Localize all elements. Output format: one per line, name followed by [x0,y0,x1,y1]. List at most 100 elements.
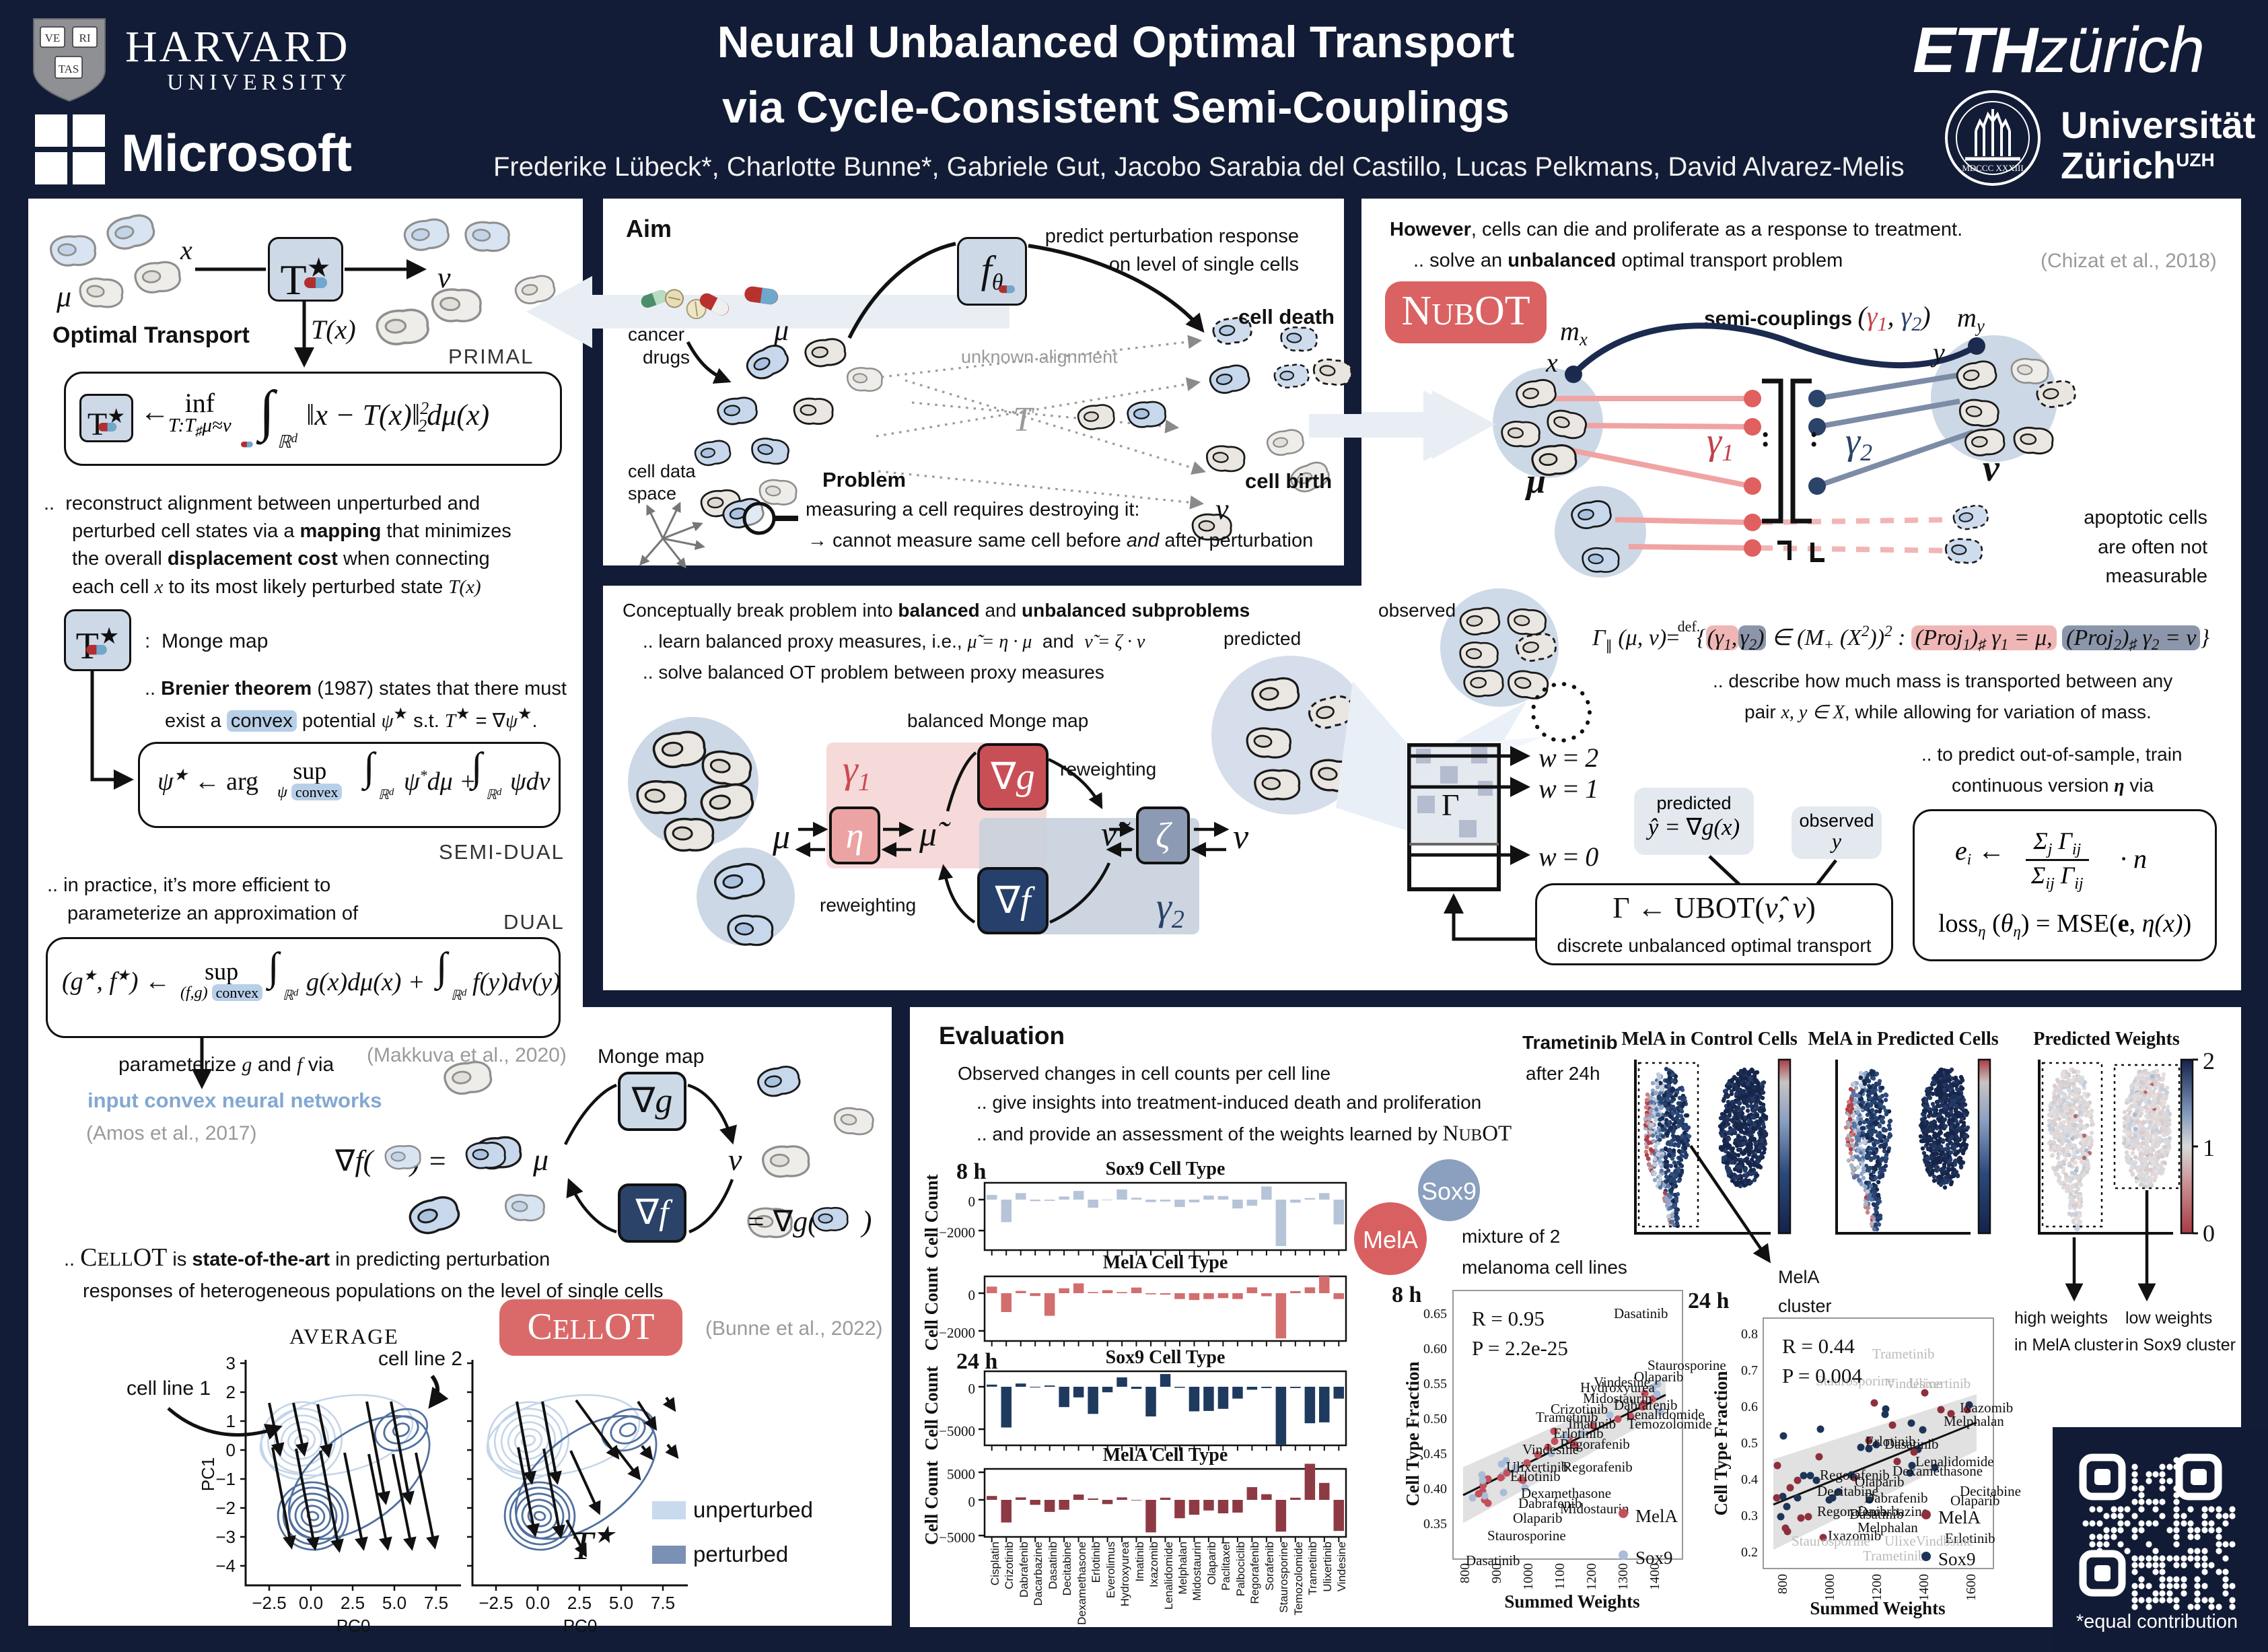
svg-text:1100: 1100 [1553,1563,1567,1589]
svg-text:Ixazomib: Ixazomib [1828,1527,1881,1544]
svg-text:−5000: −5000 [939,1423,975,1439]
svg-text:MDCCC XXXIII: MDCCC XXXIII [1962,163,2023,173]
svg-text:Cell Count: Cell Count [921,1366,942,1450]
svg-text:Paclitaxel: Paclitaxel [1219,1542,1232,1591]
svg-text:Melphalan: Melphalan [1857,1519,1918,1536]
svg-text:0: 0 [2203,1220,2215,1247]
svg-text:Ixazomib: Ixazomib [1147,1542,1160,1587]
svg-text:Dasatinib: Dasatinib [1849,1506,1903,1522]
svg-text:Olaparib: Olaparib [1634,1369,1683,1385]
svg-text:Crizotinib: Crizotinib [1003,1542,1016,1589]
svg-text:Decitabine: Decitabine [1061,1542,1073,1595]
svg-text:Cell Count: Cell Count [921,1174,942,1258]
svg-text:Cell Count: Cell Count [921,1266,942,1350]
svg-text:Summed Weights: Summed Weights [1810,1598,1945,1618]
svg-text:Hydroxyurea: Hydroxyurea [1119,1541,1131,1606]
svg-text:1: 1 [2203,1134,2215,1161]
svg-text:800: 800 [1458,1563,1473,1583]
svg-text:0.5: 0.5 [1741,1436,1758,1451]
svg-text:1600: 1600 [1964,1574,1979,1601]
svg-text:0.55: 0.55 [1423,1377,1447,1391]
svg-text:Regorafenib: Regorafenib [1248,1542,1261,1604]
svg-text:Crizotinib: Crizotinib [1551,1401,1608,1417]
svg-text:PC0: PC0 [336,1616,371,1636]
svg-text:900: 900 [1489,1563,1504,1583]
svg-text:−2000: −2000 [939,1225,975,1241]
svg-text:5000: 5000 [947,1466,975,1482]
svg-text:R = 0.44: R = 0.44 [1782,1334,1855,1358]
svg-text:2.5: 2.5 [341,1593,365,1613]
svg-text:1000: 1000 [1822,1574,1837,1601]
svg-text:Lenalidomide: Lenalidomide [1626,1406,1705,1422]
svg-text:Sox9 Cell Type: Sox9 Cell Type [1106,1347,1226,1368]
svg-text:7.5: 7.5 [424,1593,448,1613]
svg-text:Lenalidomide: Lenalidomide [1915,1453,1994,1470]
svg-text:1400: 1400 [1917,1574,1932,1601]
svg-text:1400: 1400 [1647,1563,1662,1590]
svg-text:−2.5: −2.5 [252,1593,286,1613]
svg-text:1: 1 [226,1411,236,1431]
svg-text:Midostaurin: Midostaurin [1560,1501,1629,1517]
svg-text:Dabrafenib: Dabrafenib [1864,1490,1927,1506]
svg-text:Everolimus: Everolimus [1104,1542,1117,1598]
svg-text:Ulixertinib: Ulixertinib [1506,1459,1568,1475]
svg-text:Midostaurin: Midostaurin [1583,1390,1652,1406]
svg-text:perturbed: perturbed [693,1542,788,1567]
svg-text:P = 0.004: P = 0.004 [1782,1364,1862,1387]
svg-text:1000: 1000 [1521,1563,1536,1590]
svg-text:Erlotinib: Erlotinib [1090,1542,1102,1583]
svg-text:Regorafenib: Regorafenib [1817,1503,1887,1519]
svg-text:MelA Cell Type: MelA Cell Type [1103,1445,1228,1466]
svg-text:PC0: PC0 [563,1616,598,1636]
svg-text:800: 800 [1775,1574,1790,1594]
svg-text:Regorafenib: Regorafenib [1563,1459,1633,1475]
svg-text:Sox9 Cell Type: Sox9 Cell Type [1106,1159,1226,1179]
svg-text:0: 0 [226,1440,236,1460]
svg-text:0.45: 0.45 [1423,1447,1447,1461]
svg-text:−1: −1 [215,1469,236,1489]
svg-text:Ixazomib: Ixazomib [1960,1400,2013,1416]
svg-text:Dasatinib: Dasatinib [1047,1542,1059,1589]
svg-text:Staurosporine: Staurosporine [1816,1373,1894,1389]
svg-text:UlixeVindbsine: UlixeVindbsine [1884,1533,1973,1549]
svg-text:Cell Type Fraction: Cell Type Fraction [1403,1362,1423,1507]
svg-text:2.5: 2.5 [567,1593,592,1613]
svg-text:TAS: TAS [59,63,79,75]
svg-text:0.40: 0.40 [1423,1482,1447,1496]
svg-text:Hydroxyurea: Hydroxyurea [1580,1379,1655,1396]
svg-text:0: 0 [968,1194,976,1210]
svg-text:RI: RI [79,32,91,44]
svg-text:Olaparib: Olaparib [1855,1474,1904,1490]
svg-text:unperturbed: unperturbed [693,1497,813,1522]
svg-text:MelA: MelA [1363,1226,1418,1253]
svg-text:Ulixertinib: Ulixertinib [1909,1375,1971,1391]
svg-text:Melphalan: Melphalan [1944,1413,2004,1429]
svg-text:Imatinib: Imatinib [1133,1542,1146,1582]
svg-text:Trametinib: Trametinib [1863,1548,1925,1564]
svg-text:Lenalidomide: Lenalidomide [1162,1542,1175,1610]
svg-text:Predicted Weights: Predicted Weights [2033,1029,2180,1049]
svg-text:Trametinib: Trametinib [1536,1409,1598,1425]
svg-text:0: 0 [968,1287,976,1303]
svg-text:5.0: 5.0 [609,1593,633,1613]
svg-text:Vindesine: Vindesine [1335,1542,1348,1591]
svg-text:Decitabine: Decitabine [1960,1483,2021,1499]
svg-text:Erlotinib: Erlotinib [1945,1530,1995,1546]
svg-text:Dacarbazine: Dacarbazine [1857,1503,1928,1519]
svg-text:3: 3 [226,1353,236,1373]
svg-text:0: 0 [968,1494,976,1510]
svg-text:*equal contribution: *equal contribution [2076,1611,2238,1632]
svg-text:MelA: MelA [1938,1507,1981,1527]
svg-text:Dabrafenib: Dabrafenib [1614,1397,1677,1413]
svg-text:R = 0.95: R = 0.95 [1472,1307,1545,1330]
svg-text:−2.5: −2.5 [479,1593,513,1613]
svg-text:MelA in Control Cells: MelA in Control Cells [1621,1029,1798,1049]
svg-text:Vindesine: Vindesine [1522,1441,1579,1457]
svg-text:0: 0 [968,1381,976,1397]
svg-text:cell line 2: cell line 2 [378,1348,462,1370]
svg-text:0.3: 0.3 [1741,1509,1758,1523]
svg-text:2: 2 [2203,1047,2215,1074]
svg-text:Sox9: Sox9 [1635,1548,1673,1568]
svg-text:Melphalan: Melphalan [1176,1542,1189,1594]
svg-text:Erlotinib: Erlotinib [1510,1468,1561,1484]
